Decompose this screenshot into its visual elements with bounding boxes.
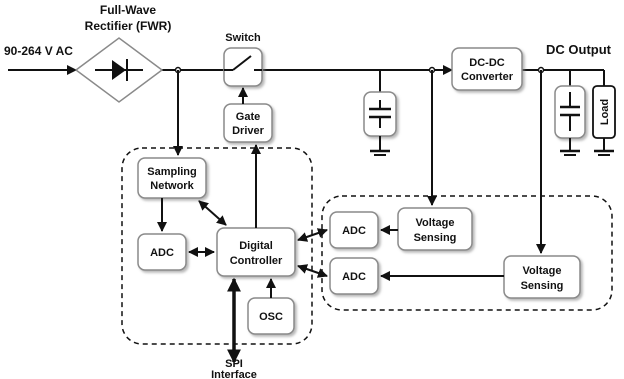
- osc-block: OSC: [247, 297, 295, 335]
- output-capacitor: [554, 70, 586, 156]
- rectifier-label-2: Rectifier (FWR): [85, 19, 172, 33]
- gate-driver-label-1: Gate: [236, 111, 260, 123]
- controller-label-2: Controller: [230, 255, 283, 267]
- dc-output-label: DC Output: [546, 42, 612, 57]
- adc-right-bottom-box: [329, 257, 379, 295]
- adc-left-block: ADC: [137, 233, 187, 271]
- spi-label-2: Interface: [211, 369, 257, 379]
- controller-label-1: Digital: [239, 240, 273, 252]
- voltage-sensing-1-label-1: Voltage: [416, 217, 455, 229]
- sensing-connections: [297, 70, 546, 281]
- dcdc-converter-block: DC-DC Converter: [451, 47, 523, 91]
- input-capacitor-box: [363, 91, 397, 137]
- adc-right-bottom-block: ADC: [329, 257, 379, 295]
- sampling-label-2: Network: [150, 180, 194, 192]
- adc-right-bottom-label: ADC: [342, 271, 366, 283]
- digital-controller-box: [216, 227, 296, 277]
- switch-block: Switch: [223, 32, 263, 87]
- adc-right-top-box: [329, 211, 379, 249]
- dcdc-box: [451, 47, 523, 91]
- digital-controller-block: Digital Controller: [216, 227, 296, 277]
- spi-label-1: SPI: [225, 358, 243, 370]
- load-label: Load: [599, 99, 611, 125]
- dcdc-label-2: Converter: [461, 71, 514, 83]
- sampling-label-1: Sampling: [147, 166, 197, 178]
- switch-label: Switch: [225, 32, 261, 44]
- adc-right-top-block: ADC: [329, 211, 379, 249]
- gate-driver-label-2: Driver: [232, 125, 265, 137]
- gate-driver-block: Gate Driver: [223, 103, 273, 143]
- adc-left-label: ADC: [150, 247, 174, 259]
- dcdc-label-1: DC-DC: [469, 57, 504, 69]
- adc-left-box: [137, 233, 187, 271]
- voltage-sensing-2-label-2: Sensing: [521, 280, 564, 292]
- switch-box: [223, 47, 263, 87]
- sampling-network-box: [137, 157, 207, 199]
- voltage-sensing-2-block: Voltage Sensing: [503, 255, 581, 299]
- controller-connections: [188, 144, 276, 364]
- voltage-sensing-1-block: Voltage Sensing: [397, 207, 473, 251]
- osc-label: OSC: [259, 311, 283, 323]
- sampling-network-block: Sampling Network: [137, 157, 207, 199]
- switch-icon: [232, 55, 252, 71]
- diode-icon: [112, 60, 126, 80]
- gate-driver-box: [223, 103, 273, 143]
- controller-dashed-region: [121, 147, 313, 345]
- voltage-sensing-1-label-2: Sensing: [414, 232, 457, 244]
- adc-top-controller-arrow: [297, 228, 328, 242]
- load-block: Load: [592, 70, 616, 156]
- rectifier-label-1: Full-Wave: [100, 3, 157, 17]
- rectifier: Full-Wave Rectifier (FWR): [74, 3, 172, 103]
- adc-right-top-label: ADC: [342, 225, 366, 237]
- voltage-sensing-2-label-1: Voltage: [523, 265, 562, 277]
- sampling-controller-arrow: [198, 200, 227, 226]
- sensing-dashed-region: [321, 195, 613, 311]
- input-capacitor: [363, 70, 397, 156]
- input-label: 90-264 V AC: [4, 44, 73, 58]
- adc-bottom-controller-arrow: [297, 264, 328, 278]
